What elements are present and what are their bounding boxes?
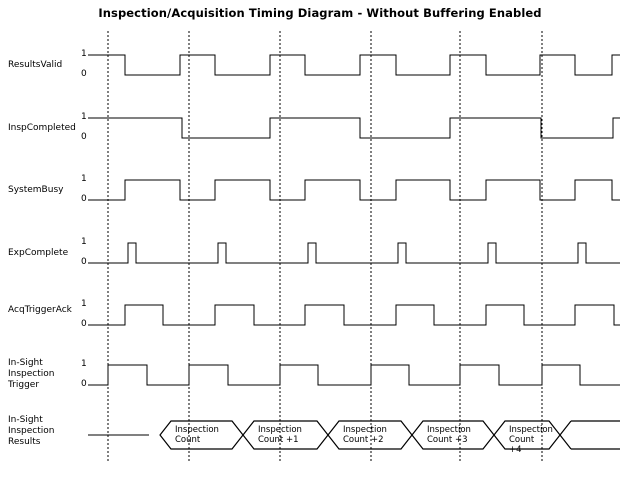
level-tick-low-AcqTriggerAck: 0 xyxy=(81,319,87,329)
level-tick-high-InspCompleted: 1 xyxy=(81,112,87,122)
signal-label-ExpComplete: ExpComplete xyxy=(8,248,69,258)
signal-label-insight-inspection-results: In-Sight Inspection Results xyxy=(8,415,55,447)
bus-value-label: Inspection Count +2 xyxy=(343,425,387,445)
signal-label-SystemBusy: SystemBusy xyxy=(8,185,64,195)
signal-label-ResultsValid: ResultsValid xyxy=(8,60,63,70)
waveform-SystemBusy xyxy=(88,179,620,201)
level-tick-low-InspCompleted: 0 xyxy=(81,132,87,142)
waveform-insight-inspection-trigger xyxy=(88,364,620,386)
bus-segment-6 xyxy=(559,420,620,450)
level-tick-high-AcqTriggerAck: 1 xyxy=(81,299,87,309)
level-tick-low-SystemBusy: 0 xyxy=(81,194,87,204)
level-tick-low-ResultsValid: 0 xyxy=(81,69,87,79)
level-tick-high-ResultsValid: 1 xyxy=(81,49,87,59)
level-tick-low-ExpComplete: 0 xyxy=(81,257,87,267)
bus-value-label: Inspection Count xyxy=(175,425,219,445)
waveform-ExpComplete xyxy=(88,242,620,264)
waveform-ResultsValid xyxy=(88,54,620,76)
waveform-InspCompleted xyxy=(88,117,620,139)
signal-label-insight-inspection-trigger: In-Sight Inspection Trigger xyxy=(8,358,55,390)
page-title: Inspection/Acquisition Timing Diagram - … xyxy=(98,6,542,20)
level-tick-low-insight-inspection-trigger: 0 xyxy=(81,379,87,389)
level-tick-high-SystemBusy: 1 xyxy=(81,174,87,184)
bus-value-label: Inspection Count +1 xyxy=(258,425,302,445)
bus-value-label: Inspection Count +3 xyxy=(427,425,471,445)
level-tick-high-ExpComplete: 1 xyxy=(81,237,87,247)
signal-label-AcqTriggerAck: AcqTriggerAck xyxy=(8,305,72,315)
bus-value-label: Inspection Count +4 xyxy=(509,425,553,455)
waveform-AcqTriggerAck xyxy=(88,304,620,326)
level-tick-high-insight-inspection-trigger: 1 xyxy=(81,359,87,369)
signal-label-InspCompleted: InspCompleted xyxy=(8,123,76,133)
